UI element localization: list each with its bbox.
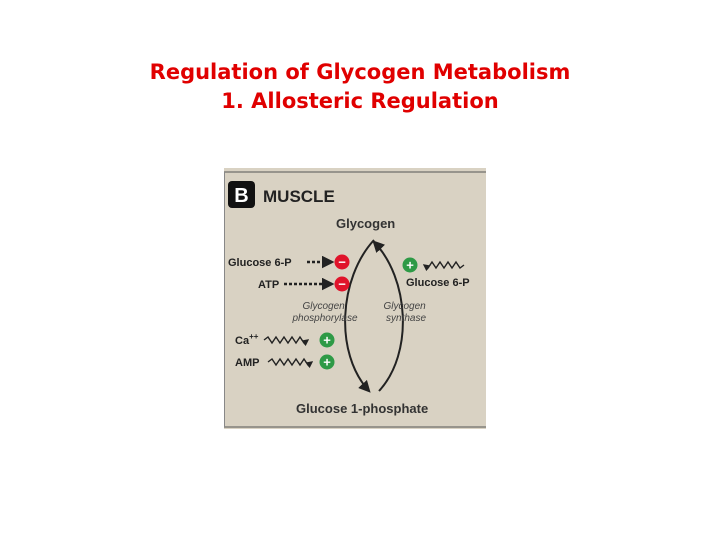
phosphorylase-label-line-1: Glycogen (302, 301, 345, 312)
plus-sign-2: + (323, 355, 331, 370)
activator-amp-arrow (267, 357, 314, 369)
inhibitor-glucose-6-p-label: Glucose 6-P (228, 257, 292, 269)
inhibit-symbol-2 (334, 276, 350, 292)
activator-ca-text: Ca (235, 335, 250, 347)
activator-ca-superscript: ++ (249, 332, 259, 341)
phosphorylase-label: Glycogen phosphorylase (291, 301, 357, 324)
panel-background (224, 168, 486, 429)
synthase-label-line-1: Glycogen (383, 301, 426, 312)
diagram-svg: B MUSCLE Glycogen Glucose 1-phosphate Gl… (224, 168, 486, 429)
synthase-arrow (372, 240, 404, 392)
minus-sign-2: − (338, 277, 346, 292)
activator-glucose-6-p-arrow (422, 260, 465, 272)
inhibitor-atp-label: ATP (258, 279, 279, 291)
plus-sign-3: + (406, 258, 414, 273)
phosphorylase-arrow (344, 239, 375, 393)
plus-sign-1: + (323, 333, 331, 348)
phosphorylase-label-line-2: phosphorylase (291, 313, 357, 324)
activator-amp-label: AMP (235, 357, 259, 369)
panel-title: MUSCLE (263, 187, 335, 206)
glucose-1-phosphate-label: Glucose 1-phosphate (296, 401, 428, 416)
inhibit-symbol-1 (334, 254, 350, 270)
slide-title: Regulation of Glycogen Metabolism 1. All… (0, 58, 720, 116)
activator-ca-arrow (263, 335, 310, 347)
activate-symbol-2 (319, 354, 335, 370)
synthase-label-line-2: synthase (386, 313, 426, 324)
title-line-1: Regulation of Glycogen Metabolism (149, 60, 571, 84)
minus-sign-1: − (338, 255, 346, 270)
activate-symbol-1 (319, 332, 335, 348)
activate-symbol-3 (402, 257, 418, 273)
title-line-2: 1. Allosteric Regulation (221, 89, 499, 113)
panel-letter: B (234, 185, 248, 207)
activator-ca-label: Ca++ (235, 332, 259, 347)
glycogen-label: Glycogen (336, 216, 395, 231)
panel-letter-box (228, 181, 255, 208)
glycogen-regulation-figure: B MUSCLE Glycogen Glucose 1-phosphate Gl… (224, 168, 486, 429)
synthase-label: Glycogen synthase (383, 301, 428, 324)
activator-glucose-6-p-label: Glucose 6-P (406, 277, 470, 289)
